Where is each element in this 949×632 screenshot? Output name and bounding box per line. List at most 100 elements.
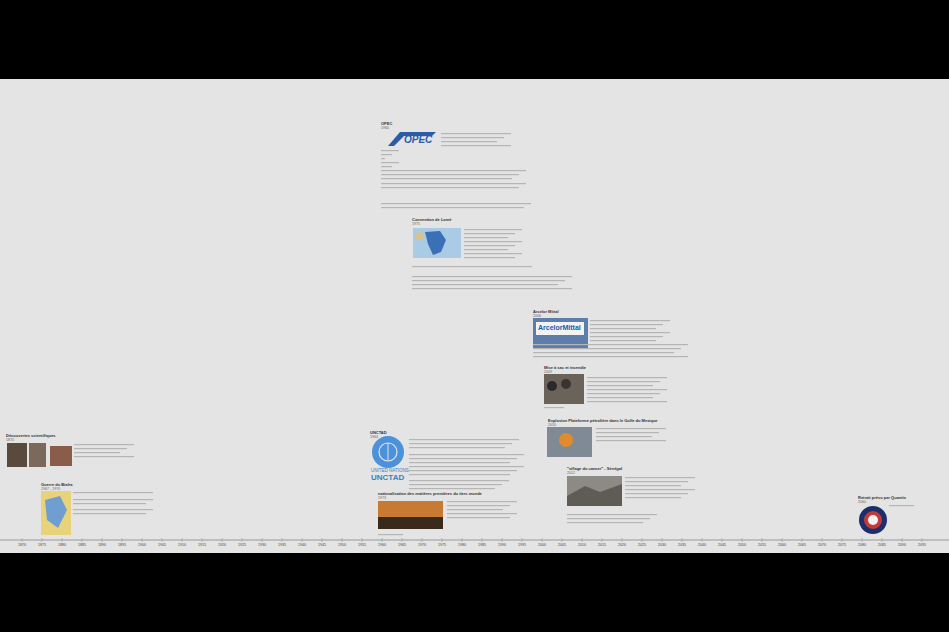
- event-title: Guerre du Biafra: [41, 482, 73, 487]
- axis-tick: [402, 538, 403, 542]
- axis-tick: [582, 538, 583, 542]
- body-line: [464, 253, 522, 254]
- body-line: [596, 432, 659, 433]
- body-line: [590, 336, 663, 337]
- axis-tick: [62, 538, 63, 542]
- body-line: [590, 332, 670, 333]
- body-line: [381, 150, 399, 151]
- body-line: [381, 187, 519, 188]
- axis-year: 1975: [438, 543, 446, 547]
- axis-tick: [22, 538, 23, 542]
- body-line: [590, 324, 663, 325]
- body-line: [381, 166, 392, 167]
- axis-year: 1880: [58, 543, 66, 547]
- opec-logo-swoosh: [388, 132, 436, 146]
- body-line: [625, 481, 688, 482]
- logo-text: ArcelorMittal: [538, 324, 581, 331]
- body-line: [381, 183, 526, 184]
- map-picture: [413, 228, 461, 258]
- axis-tick: [562, 538, 563, 542]
- axis-year: 1910: [178, 543, 186, 547]
- round-badge-core: [864, 511, 882, 529]
- axis-tick: [482, 538, 483, 542]
- event-date: 1870: [6, 438, 56, 443]
- axis-year: 1995: [518, 543, 526, 547]
- axis-year: 1990: [498, 543, 506, 547]
- axis-year: 2080: [858, 543, 866, 547]
- event-title: Convention de Lomé: [412, 217, 452, 222]
- time-axis: [0, 540, 949, 541]
- axis-year: 1900: [138, 543, 146, 547]
- axis-year: 1935: [278, 543, 286, 547]
- axis-tick: [902, 538, 903, 542]
- axis-year: 2075: [838, 543, 846, 547]
- axis-year: 1925: [238, 543, 246, 547]
- axis-tick: [822, 538, 823, 542]
- body-line: [412, 266, 532, 267]
- event-entry: nationalisation des matières premières d…: [378, 491, 482, 501]
- un-globe: [388, 443, 389, 461]
- axis-tick: [802, 538, 803, 542]
- event-date: 1964: [370, 435, 387, 440]
- body-line: [74, 452, 120, 453]
- body-line: [409, 454, 524, 455]
- axis-tick: [642, 538, 643, 542]
- body-line: [441, 145, 511, 146]
- axis-year: 2015: [598, 543, 606, 547]
- body-line: [412, 288, 572, 289]
- body-line: [412, 280, 565, 281]
- body-line: [381, 207, 524, 208]
- body-line: [533, 356, 688, 357]
- axis-tick: [322, 538, 323, 542]
- axis-year: 2065: [798, 543, 806, 547]
- platform-fire: [559, 433, 573, 447]
- event-date: 1975: [412, 222, 452, 227]
- logo-text: OPEC: [404, 135, 432, 145]
- body-line: [74, 444, 134, 445]
- event-title: Mise à sac et incendie: [544, 365, 586, 370]
- body-line: [587, 397, 653, 398]
- event-entry: "village du cancer" - Sénégal2012: [567, 466, 622, 476]
- body-line: [889, 505, 914, 506]
- body-line: [73, 513, 146, 514]
- axis-year: 2090: [898, 543, 906, 547]
- axis-tick: [502, 538, 503, 542]
- body-line: [73, 492, 153, 493]
- axis-tick: [202, 538, 203, 542]
- axis-year: 2050: [738, 543, 746, 547]
- event-title: OPEC: [381, 121, 392, 126]
- scientist-portrait: [29, 443, 46, 467]
- body-line: [409, 458, 517, 459]
- body-line: [587, 393, 660, 394]
- body-line: [412, 284, 558, 285]
- axis-year: 1895: [118, 543, 126, 547]
- body-line: [533, 344, 688, 345]
- body-line: [587, 377, 667, 378]
- body-line: [464, 233, 515, 234]
- body-line: [381, 174, 519, 175]
- body-line: [378, 534, 403, 535]
- event-title: nationalisation des matières premières d…: [378, 491, 482, 496]
- axis-tick: [442, 538, 443, 542]
- canvas-ground: [0, 79, 949, 553]
- body-line: [74, 456, 134, 457]
- un-globe: [379, 443, 397, 461]
- scientist-portrait: [7, 443, 27, 467]
- arcelor-banner: [536, 322, 584, 335]
- axis-year: 1960: [378, 543, 386, 547]
- body-line: [441, 141, 497, 142]
- axis-tick: [462, 538, 463, 542]
- body-line: [412, 276, 572, 277]
- body-line: [590, 320, 670, 321]
- body-line: [441, 137, 504, 138]
- axis-tick: [102, 538, 103, 542]
- axis-year: 1965: [398, 543, 406, 547]
- body-line: [596, 428, 666, 429]
- body-line: [625, 485, 681, 486]
- axis-tick: [382, 538, 383, 542]
- event-date: 1967 - 1970: [41, 487, 73, 492]
- event-entry: Découvertes scientifiques1870: [6, 433, 56, 443]
- axis-year: 1890: [98, 543, 106, 547]
- body-line: [73, 499, 153, 500]
